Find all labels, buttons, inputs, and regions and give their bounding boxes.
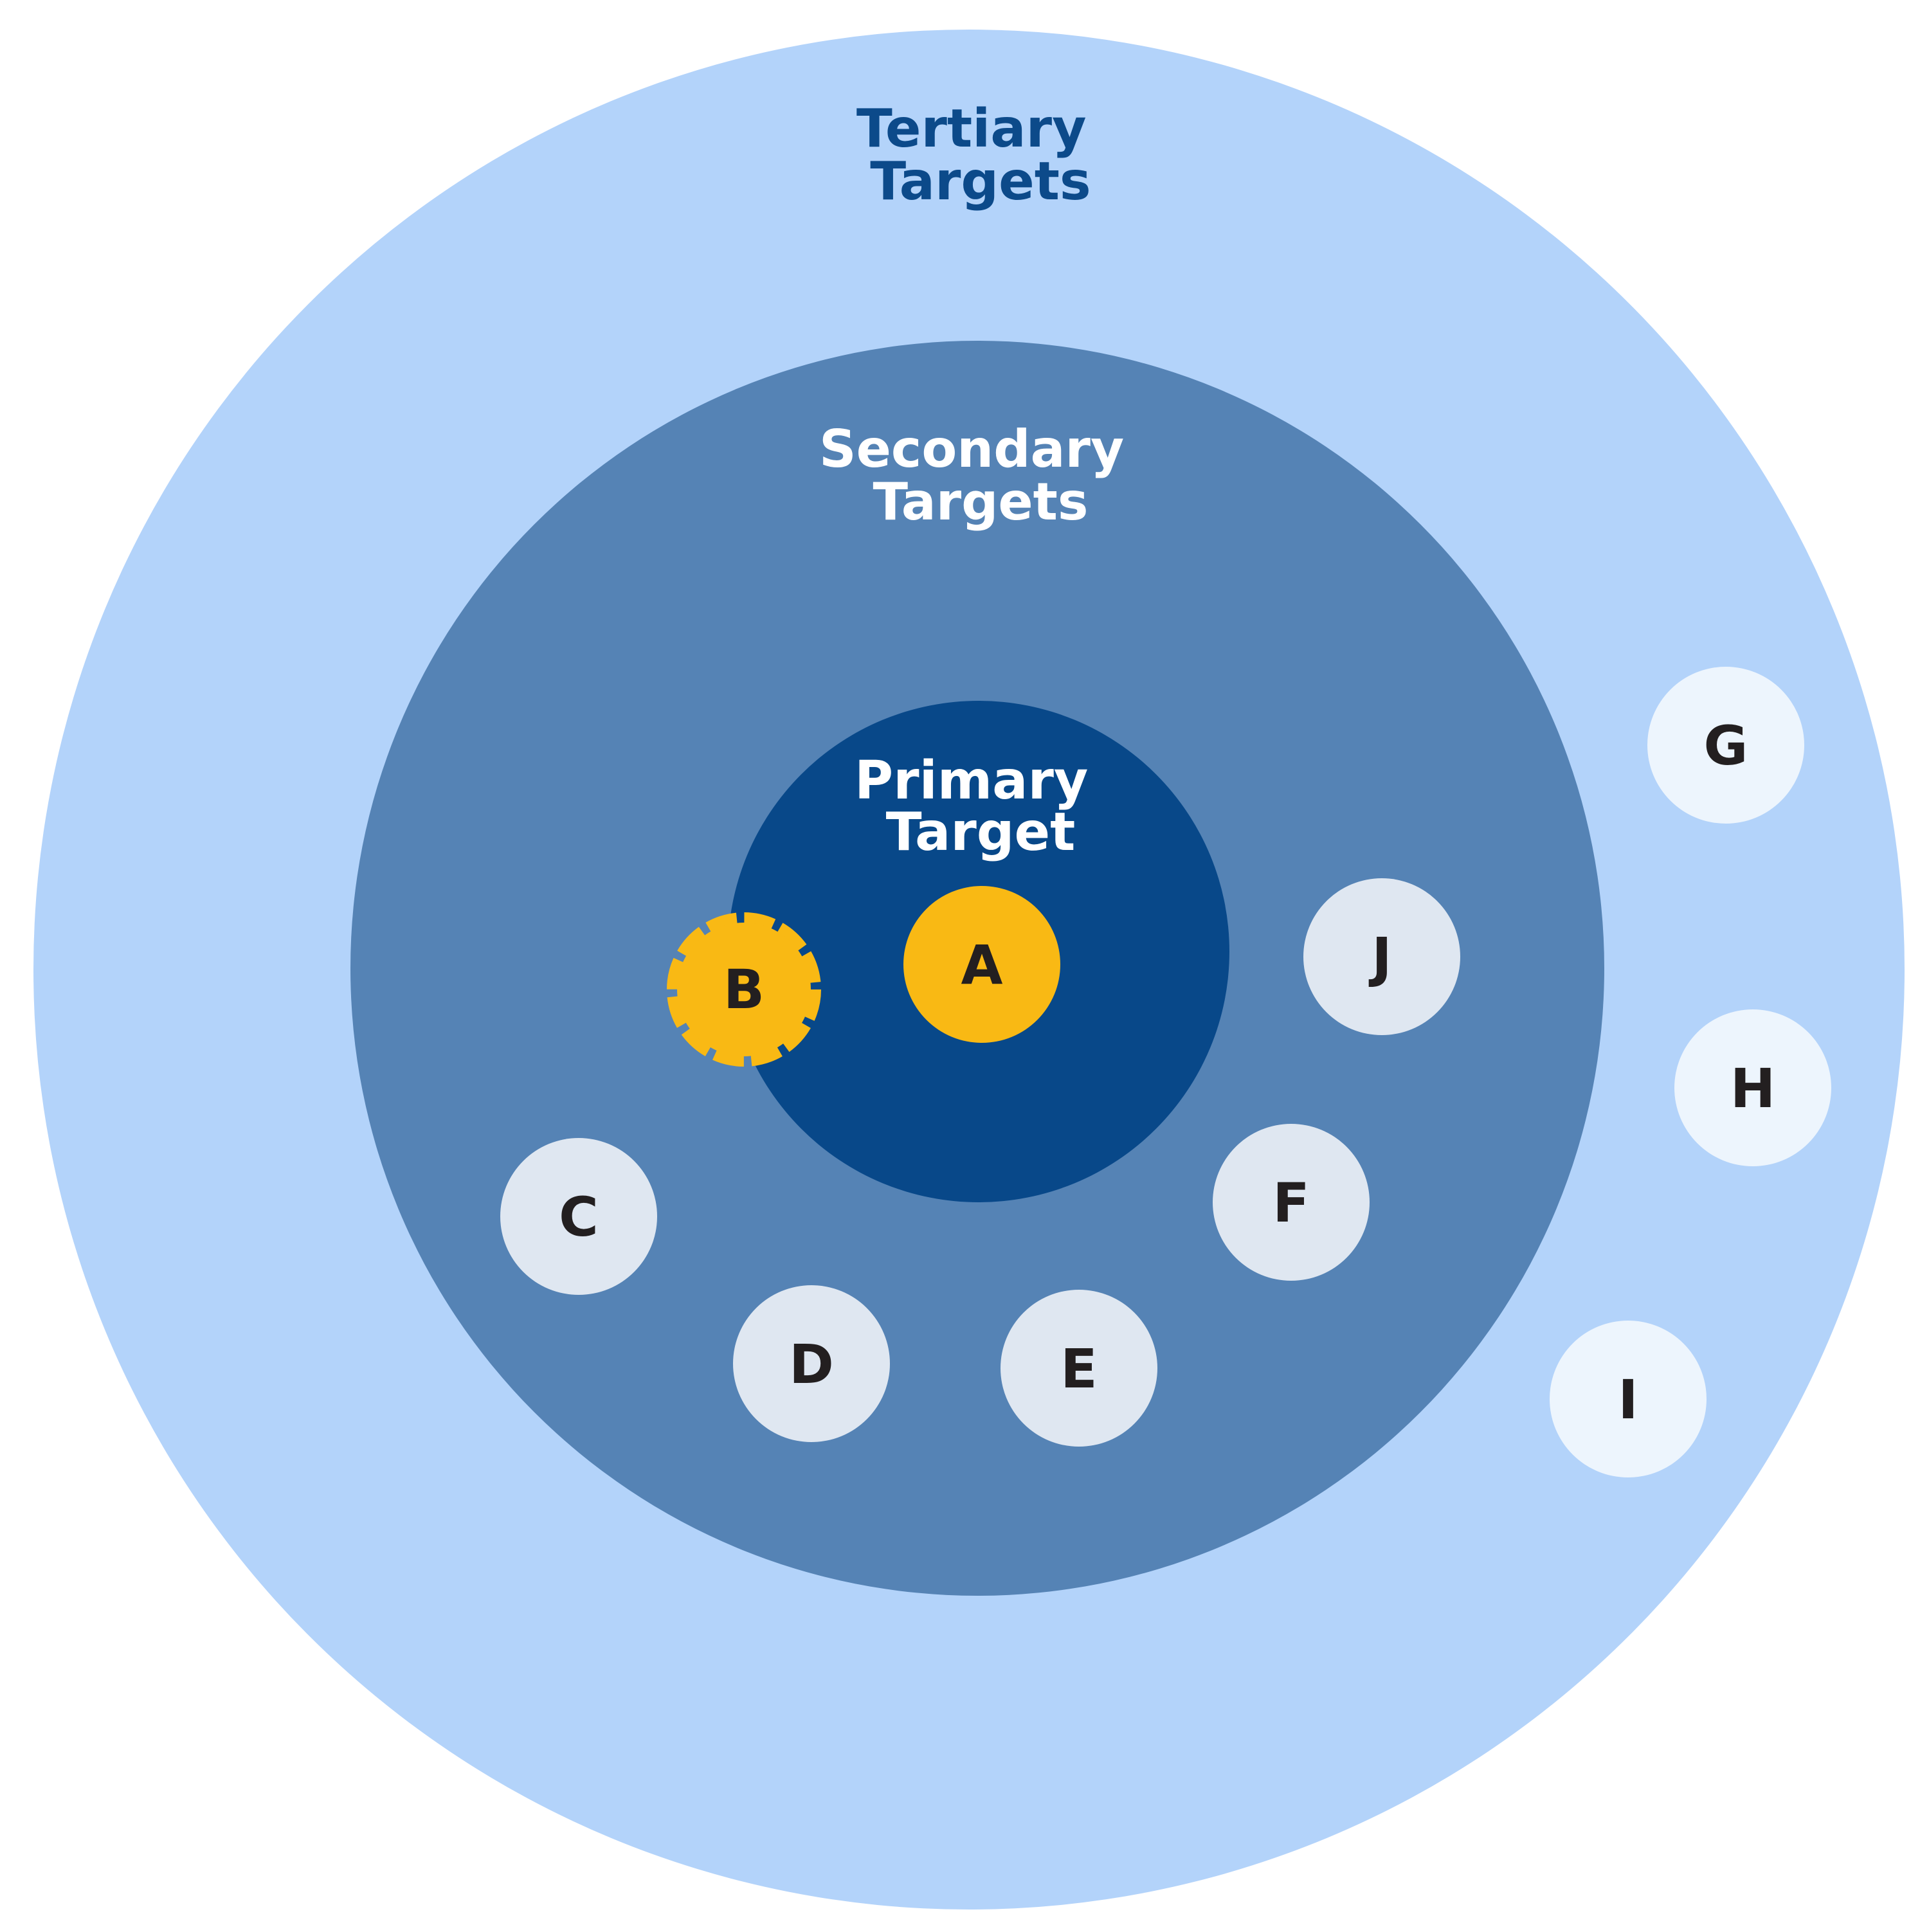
node-g-circle bbox=[1647, 667, 1804, 824]
node-i-label: I bbox=[1618, 1368, 1638, 1431]
node-c: C bbox=[500, 1138, 657, 1295]
node-f-label: F bbox=[1272, 1171, 1309, 1234]
tertiary-label: Tertiary Targets bbox=[856, 98, 1105, 212]
node-d-label: D bbox=[789, 1333, 834, 1396]
node-h-label: H bbox=[1730, 1057, 1775, 1120]
node-b: B bbox=[667, 912, 821, 1067]
secondary-label: Secondary Targets bbox=[819, 419, 1142, 532]
node-j-label: J bbox=[1368, 926, 1391, 989]
node-f: F bbox=[1213, 1124, 1370, 1281]
node-a: A bbox=[903, 886, 1060, 1043]
node-b-gear-ring bbox=[667, 912, 821, 1067]
node-g: G bbox=[1647, 667, 1804, 824]
node-d-circle bbox=[733, 1285, 890, 1442]
node-a-label: A bbox=[961, 934, 1002, 997]
node-e-label: E bbox=[1060, 1337, 1097, 1400]
primary-label: Primary Target bbox=[855, 750, 1107, 863]
node-i-circle bbox=[1550, 1321, 1707, 1477]
node-h: H bbox=[1674, 1009, 1831, 1166]
node-f-circle bbox=[1213, 1124, 1370, 1281]
node-e-circle bbox=[1001, 1290, 1157, 1447]
node-j: J bbox=[1303, 878, 1460, 1035]
node-j-circle bbox=[1303, 878, 1460, 1035]
node-b-circle bbox=[677, 923, 811, 1056]
node-d: D bbox=[733, 1285, 890, 1442]
node-a-circle bbox=[903, 886, 1060, 1043]
node-h-circle bbox=[1674, 1009, 1831, 1166]
node-c-label: C bbox=[559, 1186, 599, 1249]
node-i: I bbox=[1550, 1321, 1707, 1477]
node-e: E bbox=[1001, 1290, 1157, 1447]
node-b-label: B bbox=[723, 958, 765, 1021]
node-c-circle bbox=[500, 1138, 657, 1295]
node-g-label: G bbox=[1704, 714, 1748, 777]
